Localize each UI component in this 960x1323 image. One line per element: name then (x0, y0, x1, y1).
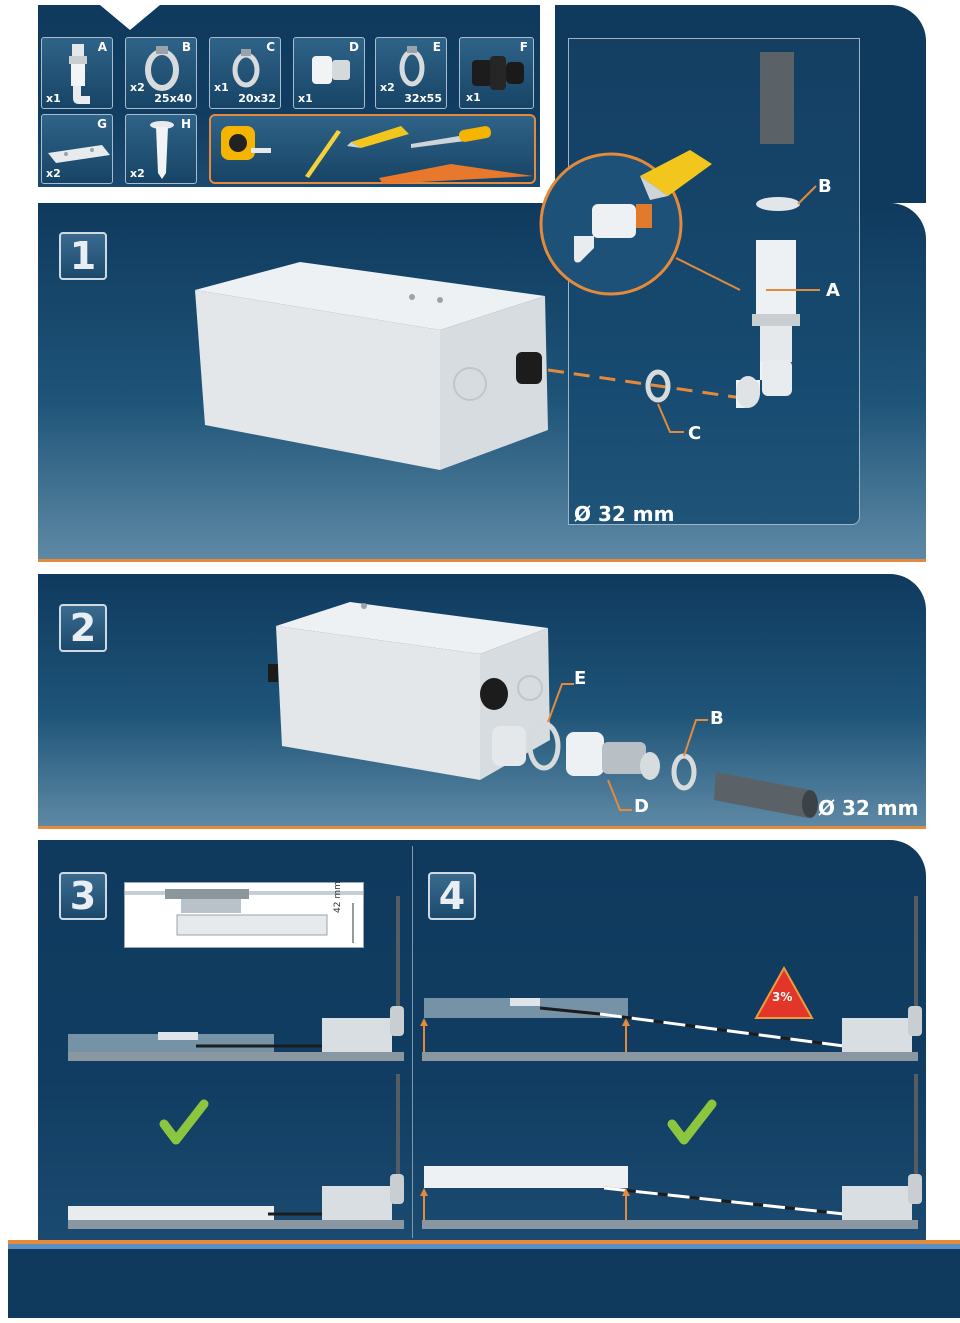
hose-clamp-icon (145, 46, 179, 91)
pipe-diameter-label: Ø 32 mm (574, 502, 675, 526)
part-quantity: x1 (298, 92, 313, 105)
pipe-adapter-icon (312, 56, 350, 84)
hose-clamp-icon (232, 49, 260, 88)
part-letter: E (432, 40, 441, 54)
spirit-level-icon (379, 164, 533, 184)
part-quantity: x2 (46, 167, 61, 180)
part-g-box: G x2 (41, 114, 113, 184)
panel-divider (412, 846, 413, 1238)
step-2-badge: 2 (59, 604, 107, 652)
pipe-diameter-label: Ø 32 mm (818, 796, 919, 820)
tools-icons (221, 126, 533, 184)
slope-percent-label: 3% (772, 990, 793, 1004)
part-quantity: x2 (380, 81, 395, 94)
step-1-detail-frame (568, 38, 860, 525)
part-a-box: A x1 (41, 37, 113, 109)
part-letter: A (97, 40, 107, 54)
part-d-box: D x1 (293, 37, 365, 109)
part-size: 25x40 (154, 92, 192, 105)
part-c-box: C x1 20x32 (209, 37, 281, 109)
label-b: B (710, 708, 724, 729)
step-2-underline (38, 826, 926, 829)
cutter-knife-icon (347, 126, 409, 148)
step-4-badge: 4 (428, 872, 476, 920)
part-letter: G (97, 117, 107, 131)
pencil-icon (305, 130, 341, 178)
part-quantity: x2 (130, 167, 145, 180)
fixing-plate-icon (48, 145, 110, 163)
label-d: D (634, 796, 649, 817)
part-size: 20x32 (238, 92, 276, 105)
part-quantity: x1 (466, 91, 481, 104)
part-letter: C (266, 40, 275, 54)
shower-drain-icon (125, 889, 363, 943)
screwdriver-icon (411, 126, 492, 148)
tape-measure-icon (221, 126, 271, 160)
part-letter: B (181, 40, 191, 54)
part-size: 32x55 (404, 92, 442, 105)
part-e-box: E x2 32x55 (375, 37, 447, 109)
label-b: B (818, 176, 832, 197)
drain-height-label: 42 mm (333, 881, 343, 913)
label-c: C (688, 423, 702, 444)
part-f-box: F x1 (459, 37, 534, 109)
step-3-badge: 3 (59, 872, 107, 920)
union-fitting-icon (69, 44, 90, 104)
step-1-underline (38, 559, 926, 562)
part-b-box: B x2 25x40 (125, 37, 197, 109)
shower-drain-detail: 42 mm (124, 881, 364, 948)
part-quantity: x1 (46, 92, 61, 105)
footer-bar (8, 1249, 960, 1318)
step-2-panel (38, 574, 926, 828)
footer-blue-line (8, 1244, 960, 1249)
part-letter: F (519, 40, 528, 54)
label-a: A (826, 280, 840, 301)
hose-clamp-icon (399, 46, 425, 87)
wall-plug-icon (150, 121, 174, 179)
step-1-badge: 1 (59, 232, 107, 280)
part-h-box: H x2 (125, 114, 197, 184)
part-letter: H (180, 117, 191, 131)
label-e: E (574, 668, 587, 689)
part-quantity: x1 (214, 81, 229, 94)
part-quantity: x2 (130, 81, 145, 94)
rubber-connector-icon (472, 56, 524, 90)
tools-box (209, 114, 536, 184)
part-letter: D (349, 40, 359, 54)
footer-orange-line (8, 1240, 960, 1244)
